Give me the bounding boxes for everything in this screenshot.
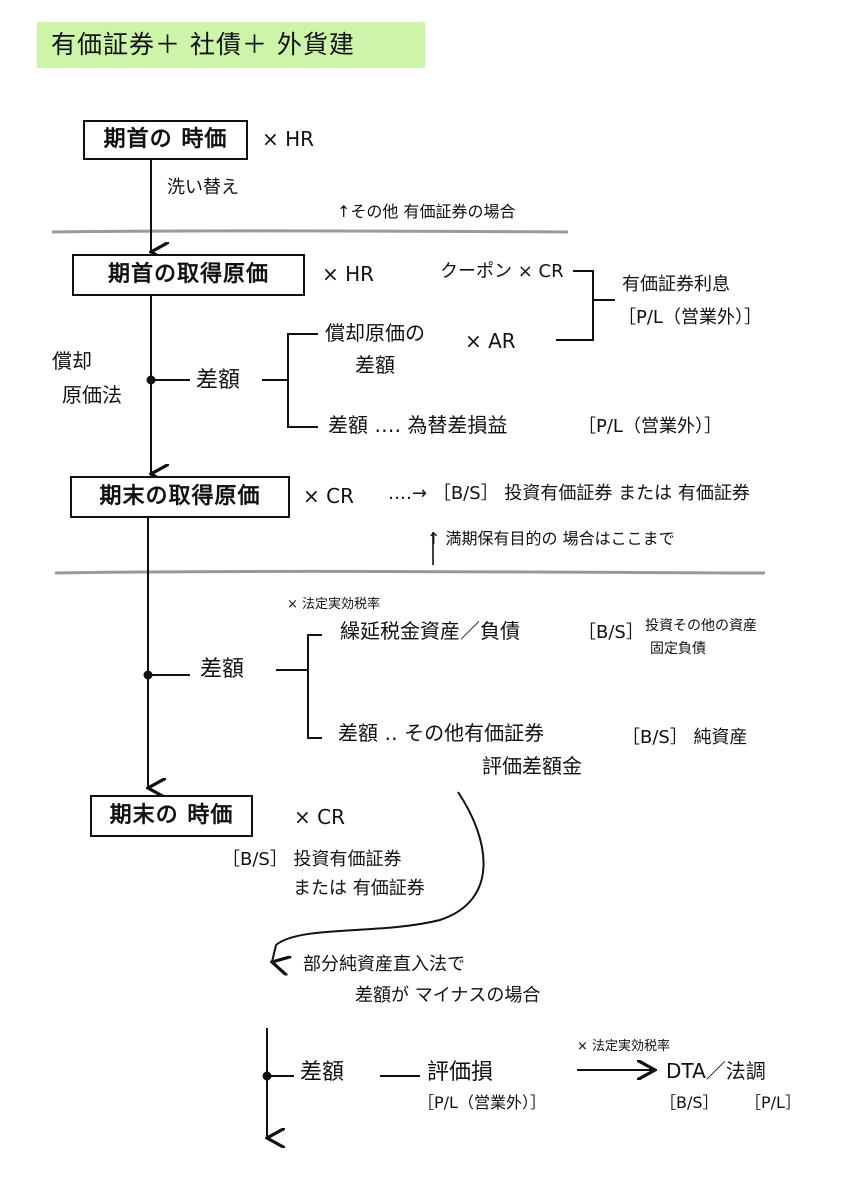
valuation-difference: 差額 ‥ その他有価証券 (338, 721, 545, 745)
deferred-tax: 繰延税金資産／負債 (340, 619, 520, 643)
amortized-cost-method-line1: 償却 (52, 349, 92, 373)
amortized-diff-line2: 差額 (355, 353, 395, 377)
rate-ar: × AR (465, 329, 516, 353)
valuation-difference-statement: ［B/S］ 純資産 (622, 727, 748, 748)
deferred-tax-detail-2: 固定負債 (650, 641, 706, 657)
dta-statement-bs: ［B/S］ (660, 1093, 719, 1112)
page-title: 有価証券＋ 社債＋ 外貨建 (37, 22, 425, 68)
dta-statement-pl: ［P/L］ (745, 1093, 801, 1112)
other-securities-note: ↑その他 有価証券の場合 (337, 202, 516, 221)
coupon-label: クーポン × CR (440, 261, 564, 282)
node-closing-cost: 期末の取得原価 (70, 476, 290, 518)
node-opening-fair-value: 期首の 時価 (83, 120, 248, 160)
rate-hr-1: × HR (262, 127, 315, 151)
valuation-loss: 評価損 (427, 1060, 494, 1085)
closing-cost-bs: ‥‥→ ［B/S］ 投資有価証券 または 有価証券 (388, 483, 750, 504)
amortized-cost-method-line2: 原価法 (62, 383, 122, 407)
fx-difference: 差額 ‥‥ 為替差損益 (328, 413, 508, 437)
valuation-difference-line2: 評価差額金 (482, 754, 582, 778)
bracket-1 (287, 333, 318, 428)
dta-label: DTA／法調 (666, 1059, 766, 1083)
difference-2: 差額 (200, 657, 245, 682)
bracket-interest (556, 270, 594, 341)
deferred-tax-detail-1: 投資その他の資産 (645, 618, 757, 634)
curved-arrow (272, 791, 485, 962)
divider-line-2 (54, 569, 766, 575)
divider-line-1 (51, 229, 569, 234)
rate-cr-2: × CR (294, 805, 345, 829)
closing-fair-value-bs-2: または 有価証券 (293, 878, 425, 899)
node-opening-cost: 期首の取得原価 (72, 254, 305, 296)
amortized-diff-line1: 償却原価の (325, 321, 425, 345)
partial-net-assets-line2: 差額が マイナスの場合 (355, 985, 541, 1006)
securities-interest: 有価証券利息 (622, 274, 730, 295)
bracket-2 (307, 634, 322, 739)
rate-cr-1: × CR (303, 484, 354, 508)
deferred-tax-statement: ［B/S］ (578, 622, 644, 643)
held-to-maturity-note: ↑ 満期保有目的の 場合はここまで (427, 529, 675, 548)
difference-3: 差額 (300, 1060, 345, 1085)
tax-rate-note-2: × 法定実効税率 (577, 1039, 671, 1054)
securities-interest-statement: ［P/L（営業外）］ (618, 307, 762, 328)
rate-hr-2: × HR (322, 262, 375, 286)
closing-fair-value-bs-1: ［B/S］ 投資有価証券 (222, 849, 402, 870)
difference-1: 差額 (196, 368, 241, 393)
partial-net-assets-line1: 部分純資産直入法で (303, 954, 465, 975)
tax-rate-note-1: × 法定実効税率 (287, 597, 381, 612)
restatement-label: 洗い替え (167, 177, 239, 198)
node-closing-fair-value: 期末の 時価 (90, 795, 253, 837)
valuation-loss-statement: ［P/L（営業外）］ (418, 1093, 546, 1112)
fx-difference-statement: ［P/L（営業外）］ (578, 416, 722, 437)
